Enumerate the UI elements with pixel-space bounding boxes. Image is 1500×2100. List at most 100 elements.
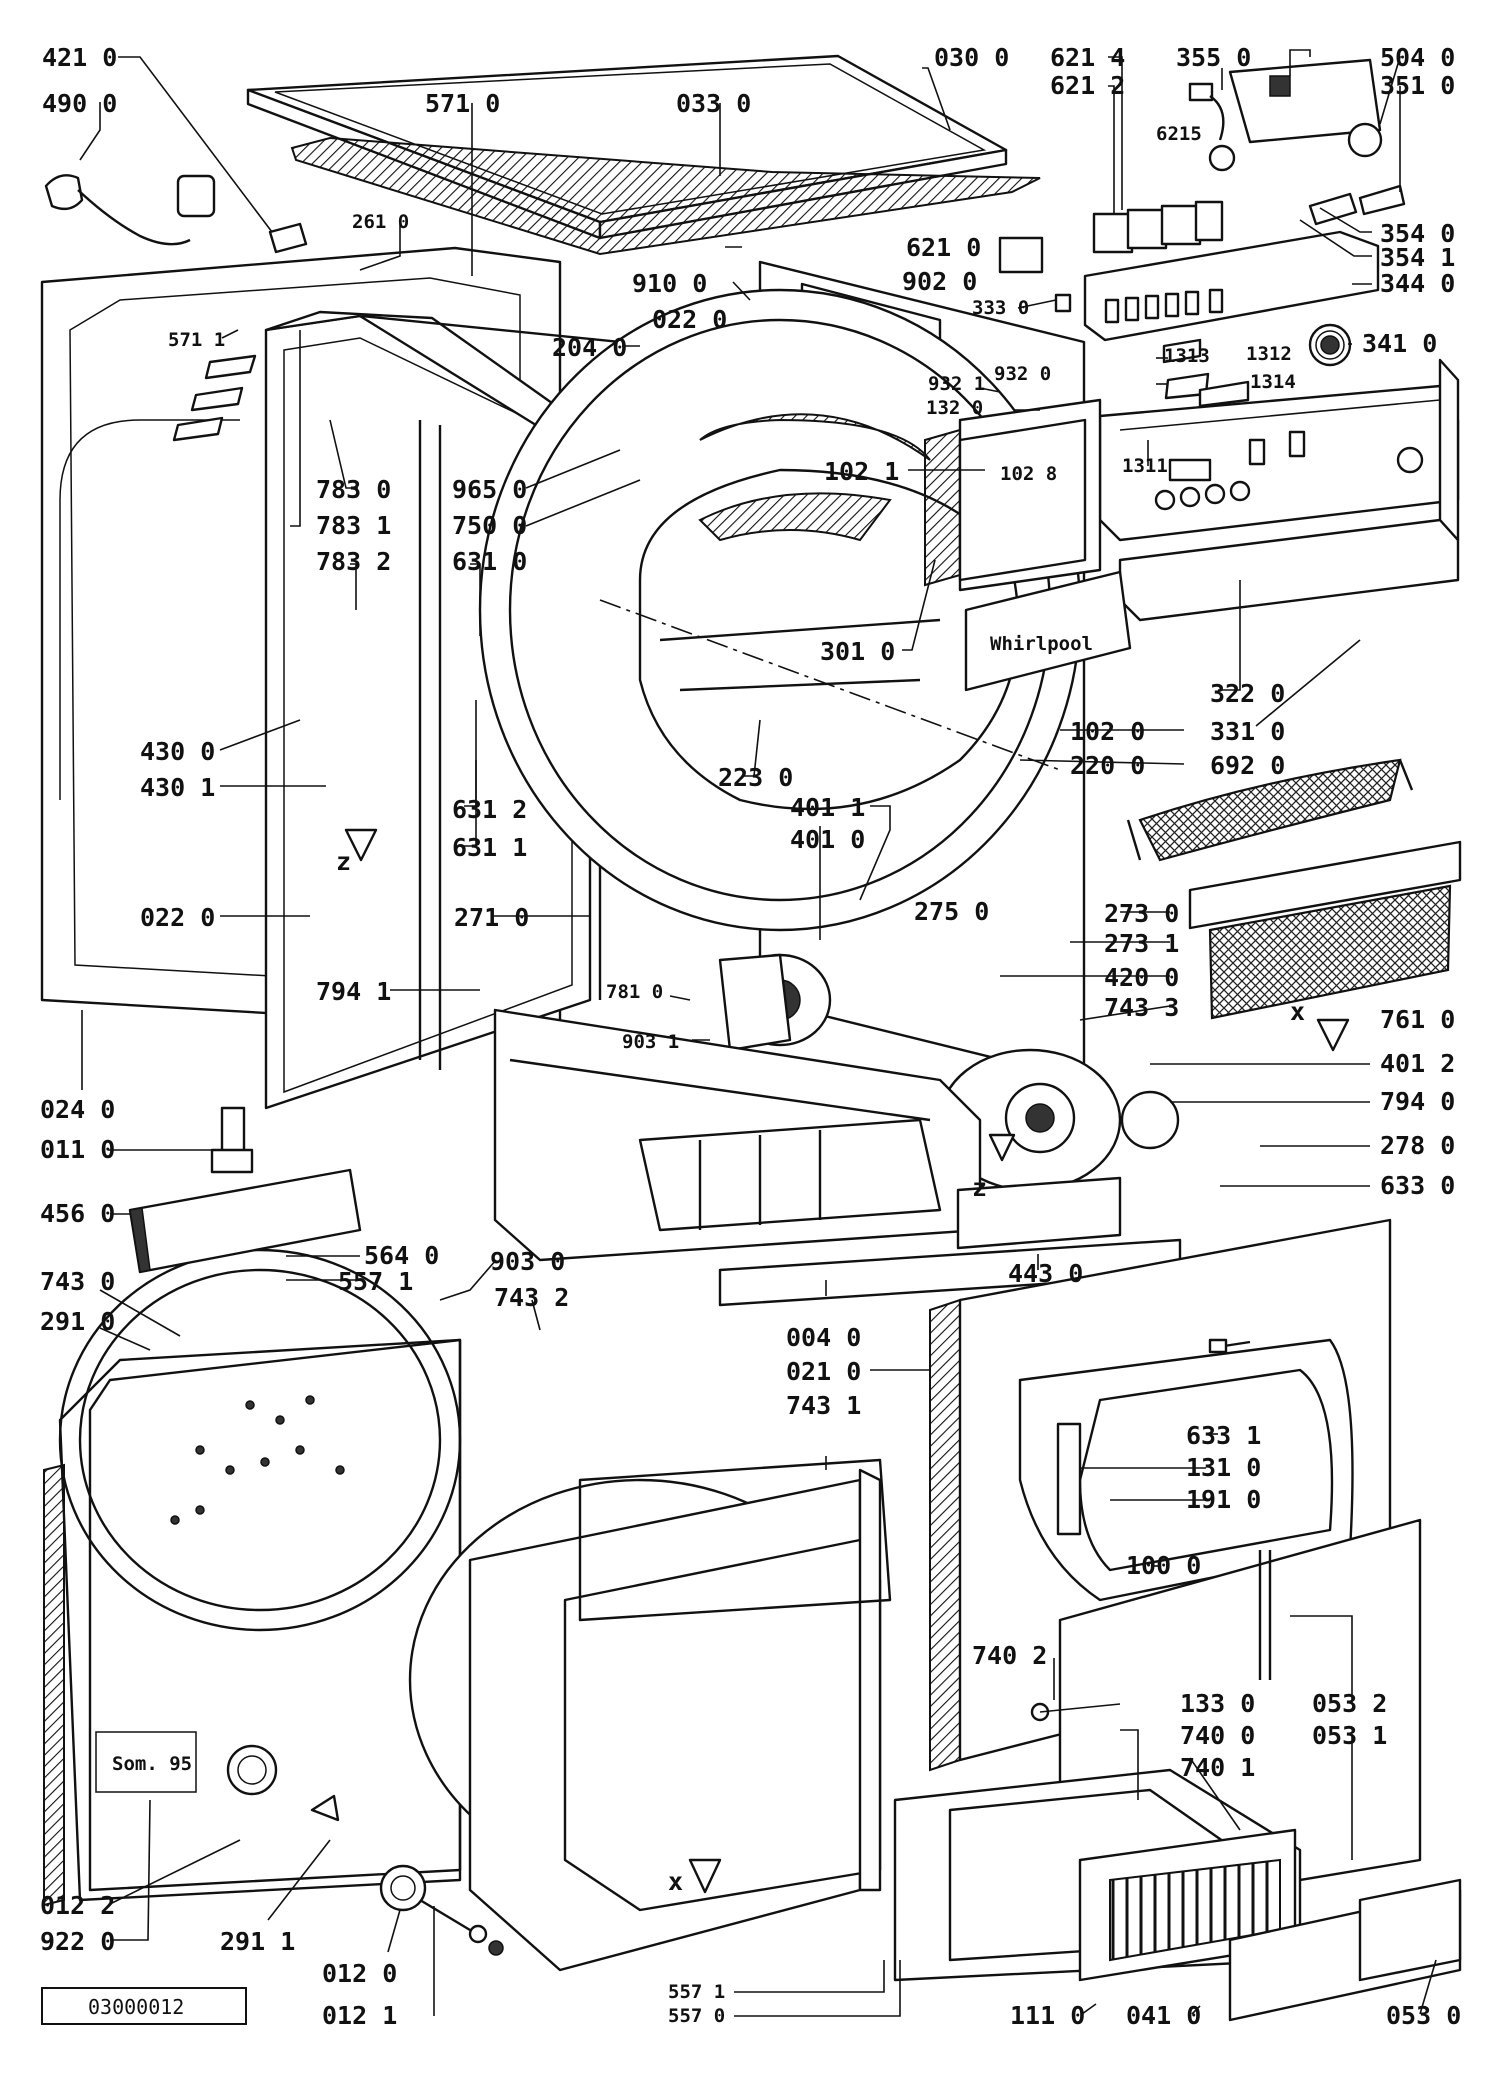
label-557-1-bottom: 557 1: [668, 1981, 725, 2003]
label-351-0: 351 0: [1380, 71, 1455, 100]
label-631-1: 631 1: [452, 833, 527, 862]
label-401-0: 401 0: [790, 825, 865, 854]
stamp-text: Som. 95: [112, 1753, 192, 1775]
bulkhead-holes: [170, 1395, 345, 1525]
label-341-0: 341 0: [1362, 329, 1437, 358]
label-024-0: 024 0: [40, 1095, 115, 1124]
label-053-0: 053 0: [1386, 2001, 1461, 2030]
label-740-1: 740 1: [1180, 1753, 1255, 1782]
marker-z-center: z: [972, 1173, 987, 1202]
label-261-0: 261 0: [352, 211, 409, 233]
label-430-1: 430 1: [140, 773, 215, 802]
label-692-0: 692 0: [1210, 751, 1285, 780]
kick-panel-053: [1228, 1878, 1462, 2022]
label-910-0: 910 0: [632, 269, 707, 298]
label-273-0: 273 0: [1104, 899, 1179, 928]
hose-794: [1120, 1090, 1180, 1150]
label-903-0: 903 0: [490, 1247, 565, 1276]
label-033-0: 033 0: [676, 89, 751, 118]
label-275-0: 275 0: [914, 897, 989, 926]
label-6215: 6215: [1156, 123, 1202, 145]
label-794-1-top: 794 1: [316, 977, 391, 1006]
duct-tray-743: [493, 1008, 1182, 1307]
label-053-2: 053 2: [1312, 1689, 1387, 1718]
pcb-344: [1083, 230, 1380, 342]
heater-box-443: [956, 1176, 1122, 1250]
label-191-0: 191 0: [1186, 1485, 1261, 1514]
label-301-0: 301 0: [820, 637, 895, 666]
door-frame-rear-plate: [578, 1458, 892, 1622]
label-273-1: 273 1: [1104, 929, 1179, 958]
label-030-0: 030 0: [934, 43, 1009, 72]
label-557-0: 557 0: [668, 2005, 725, 2027]
bulkhead-left-plate: Som. 95: [43, 1338, 462, 1907]
label-271-0: 271 0: [454, 903, 529, 932]
label-490-0: 490 0: [42, 89, 117, 118]
label-430-0: 430 0: [140, 737, 215, 766]
label-621-4: 621 4: [1050, 43, 1125, 72]
marker-x-bottom: x: [668, 1867, 683, 1896]
label-421-0: 421 0: [42, 43, 117, 72]
label-621-0: 621 0: [906, 233, 981, 262]
label-621-2: 621 2: [1050, 71, 1125, 100]
label-291-0: 291 0: [40, 1307, 115, 1336]
label-012-0: 012 0: [322, 1959, 397, 1988]
label-344-0: 344 0: [1380, 269, 1455, 298]
control-knob-341: [1308, 323, 1352, 367]
label-354-0: 354 0: [1380, 219, 1455, 248]
capacitor-421: [268, 222, 308, 254]
leader-lines: [79, 49, 1437, 2017]
label-743-1: 743 1: [786, 1391, 861, 1420]
label-571-0: 571 0: [425, 89, 500, 118]
filter-692: [1126, 758, 1414, 862]
label-631-2: 631 2: [452, 795, 527, 824]
label-131-0: 131 0: [1186, 1453, 1261, 1482]
marker-z-left: z: [336, 847, 351, 876]
label-102-0: 102 0: [1070, 717, 1145, 746]
label-456-0: 456 0: [40, 1199, 115, 1228]
drawer-740: [893, 1768, 1302, 1982]
reference-number: 03000012: [88, 1995, 184, 2019]
label-633-1: 633 1: [1186, 1421, 1261, 1450]
label-011-0: 011 0: [40, 1135, 115, 1164]
label-794-0: 794 0: [1380, 1087, 1455, 1116]
label-1314: 1314: [1250, 371, 1296, 393]
label-633-0: 633 0: [1380, 1171, 1455, 1200]
label-783-1: 783 1: [316, 511, 391, 540]
label-903-1: 903 1: [622, 1031, 679, 1053]
label-783-2: 783 2: [316, 547, 391, 576]
label-022-0-side: 022 0: [140, 903, 215, 932]
label-100-0: 100 0: [1126, 1551, 1201, 1580]
label-750-0: 750 0: [452, 511, 527, 540]
filter-761: [1188, 840, 1462, 1020]
power-cord-490: [44, 174, 216, 246]
label-1312: 1312: [1246, 343, 1292, 365]
bolt-011: [210, 1106, 254, 1174]
reference-number-box: 03000012: [41, 1987, 247, 2025]
control-panel: [1098, 358, 1460, 622]
marker-x-right: x: [1290, 997, 1305, 1026]
part-labels: 421 0 490 0 571 0 033 0 030 0 621 4 621 …: [40, 43, 1461, 2030]
switches-621: [998, 200, 1224, 274]
label-354-1: 354 1: [1380, 243, 1455, 272]
label-443-0: 443 0: [1008, 1259, 1083, 1288]
label-743-2: 743 2: [494, 1283, 569, 1312]
vents-left: [172, 354, 257, 442]
box-1021: [924, 418, 1087, 587]
label-922-0: 922 0: [40, 1927, 115, 1956]
label-102-8: 102 8: [1000, 463, 1057, 485]
label-322-0: 322 0: [1210, 679, 1285, 708]
label-223-0: 223 0: [718, 763, 793, 792]
label-783-0: 783 0: [316, 475, 391, 504]
label-740-0: 740 0: [1180, 1721, 1255, 1750]
brand-logo-text: Whirlpool: [990, 633, 1093, 655]
small-parts-top-right: [1054, 82, 1406, 408]
motor-401: [718, 953, 832, 1052]
label-401-1: 401 1: [790, 793, 865, 822]
label-022-0-top: 022 0: [652, 305, 727, 334]
label-420-0: 420 0: [1104, 963, 1179, 992]
label-102-1: 102 1: [824, 457, 899, 486]
label-133-0: 133 0: [1180, 1689, 1255, 1718]
pin-633: [1208, 1338, 1251, 1354]
timer-504: [1228, 58, 1383, 158]
